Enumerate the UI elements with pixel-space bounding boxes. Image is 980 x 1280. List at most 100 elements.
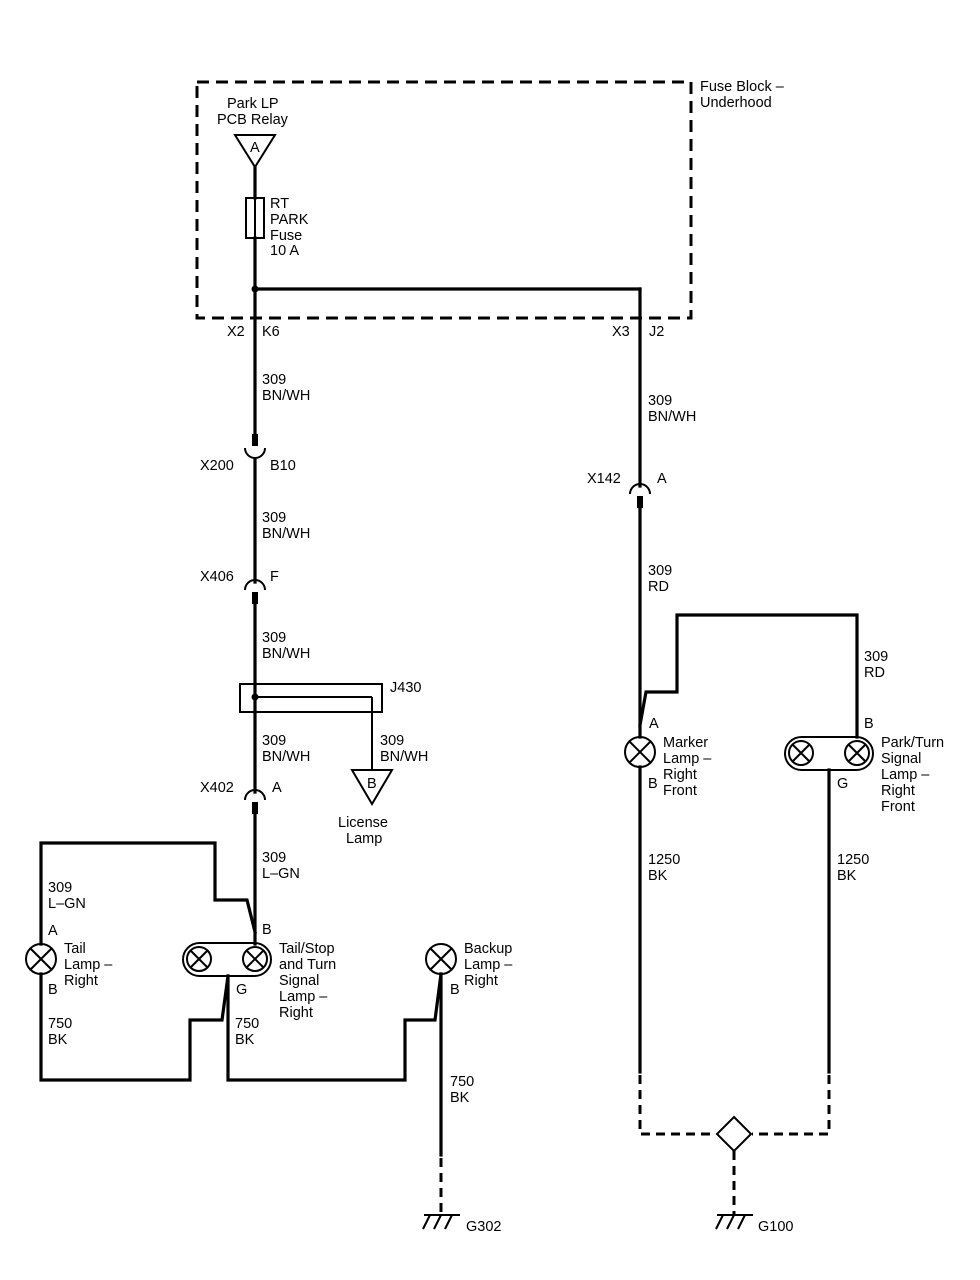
tail-lamp-label: Lamp – <box>64 957 113 973</box>
wire-label: BN/WH <box>380 749 428 765</box>
marker-lamp-label: Lamp – <box>663 751 712 767</box>
wire-label: BN/WH <box>262 646 310 662</box>
wire-label: 309 <box>262 372 286 388</box>
wire-label: BK <box>235 1032 255 1048</box>
relay-label: Park LP <box>227 96 279 112</box>
connector-x142-pin <box>637 496 643 508</box>
tail-stop-pin-g: G <box>236 982 247 998</box>
tail-lamp-label: Right <box>64 973 98 989</box>
connector-x2: X2 <box>227 324 245 340</box>
wire-label: 309 <box>380 733 404 749</box>
license-lamp-label: Lamp <box>346 831 382 847</box>
wire-label: BN/WH <box>262 749 310 765</box>
backup-lamp-label: Lamp – <box>464 957 513 973</box>
connector-x200-pin <box>252 434 258 446</box>
marker-lamp-label: Right <box>663 767 697 783</box>
connector-x406-pin <box>252 592 258 604</box>
connector-x406-icon <box>244 579 266 591</box>
connector-x142: X142 <box>587 471 621 487</box>
tail-lamp-pin-b: B <box>48 982 58 998</box>
wire-label: 309 <box>864 649 888 665</box>
wire-label: 309 <box>262 510 286 526</box>
wire-label: 309 <box>648 393 672 409</box>
wire-label: 309 <box>262 850 286 866</box>
wire-label: 750 <box>235 1016 259 1032</box>
wire-label: RD <box>648 579 669 595</box>
marker-lamp-pin-a: A <box>649 716 659 732</box>
connector-x142-icon <box>629 483 651 495</box>
tail-lamp-pin-a: A <box>48 923 58 939</box>
connector-x406: X406 <box>200 569 234 585</box>
splice-j430-label: J430 <box>390 680 421 696</box>
fuse-label: Fuse <box>270 228 302 244</box>
wire-label: RD <box>864 665 885 681</box>
wire-label: 309 <box>48 880 72 896</box>
fuse-block-label: Fuse Block – <box>700 79 785 95</box>
tail-stop-label: Tail/Stop <box>279 941 335 957</box>
tail-stop-label: and Turn <box>279 957 336 973</box>
wire-label: BN/WH <box>262 388 310 404</box>
ground-g302-label: G302 <box>466 1219 501 1235</box>
connector-x3: X3 <box>612 324 630 340</box>
tail-stop-label: Lamp – <box>279 989 328 1005</box>
wire-label: BK <box>48 1032 68 1048</box>
connector-x402-pin-label: A <box>272 780 282 796</box>
fuse-label: 10 A <box>270 243 299 259</box>
license-lamp-terminal-icon <box>350 769 394 806</box>
marker-lamp-pin-b: B <box>648 776 658 792</box>
fuse-label: PARK <box>270 212 309 228</box>
tail-stop-label: Right <box>279 1005 313 1021</box>
park-turn-pin-g: G <box>837 776 848 792</box>
ground-splice-icon <box>715 1115 753 1153</box>
fuse-block-boundary <box>195 80 693 320</box>
tail-stop-label: Signal <box>279 973 319 989</box>
connector-x142-pin-label: A <box>657 471 667 487</box>
park-turn-label: Lamp – <box>881 767 930 783</box>
ground-g100-label: G100 <box>758 1219 793 1235</box>
wire-label: L–GN <box>262 866 300 882</box>
relay-label: PCB Relay <box>217 112 289 128</box>
wire-label: 309 <box>648 563 672 579</box>
tail-lamp-label: Tail <box>64 941 86 957</box>
connector-x402-icon <box>244 789 266 801</box>
connector-x200-pin-label: B10 <box>270 458 296 474</box>
wire-label: BK <box>837 868 857 884</box>
park-turn-label: Front <box>881 799 915 815</box>
park-turn-label: Park/Turn <box>881 735 944 751</box>
tail-stop-pin-b: B <box>262 922 272 938</box>
wire-label: 309 <box>262 630 286 646</box>
marker-lamp-label: Front <box>663 783 697 799</box>
connector-k6: K6 <box>262 324 280 340</box>
fuse-label: RT <box>270 196 289 212</box>
wire-label: BK <box>648 868 668 884</box>
splice-pack-j430 <box>239 683 383 713</box>
license-lamp-pin: B <box>367 776 377 792</box>
wire-label: 309 <box>262 733 286 749</box>
license-lamp-label: License <box>338 815 388 831</box>
wire-label: BK <box>450 1090 470 1106</box>
marker-lamp-label: Marker <box>663 735 708 751</box>
connector-x200-icon <box>244 447 266 459</box>
connector-x402: X402 <box>200 780 234 796</box>
connector-x402-pin <box>252 802 258 814</box>
relay-pin: A <box>250 140 260 156</box>
wire-label: 1250 <box>648 852 680 868</box>
park-turn-label: Signal <box>881 751 921 767</box>
wire-label: 1250 <box>837 852 869 868</box>
backup-lamp-label: Right <box>464 973 498 989</box>
backup-lamp-label: Backup <box>464 941 512 957</box>
connector-j2: J2 <box>649 324 664 340</box>
wire-label: 750 <box>48 1016 72 1032</box>
backup-lamp-pin-b: B <box>450 982 460 998</box>
wire-label: L–GN <box>48 896 86 912</box>
fuse-block-label: Underhood <box>700 95 772 111</box>
wire-label: 750 <box>450 1074 474 1090</box>
connector-x406-pin-label: F <box>270 569 279 585</box>
wire-label: BN/WH <box>262 526 310 542</box>
relay-terminal-icon <box>233 134 277 169</box>
park-turn-pin-b: B <box>864 716 874 732</box>
park-turn-label: Right <box>881 783 915 799</box>
connector-x200: X200 <box>200 458 234 474</box>
wire-label: BN/WH <box>648 409 696 425</box>
